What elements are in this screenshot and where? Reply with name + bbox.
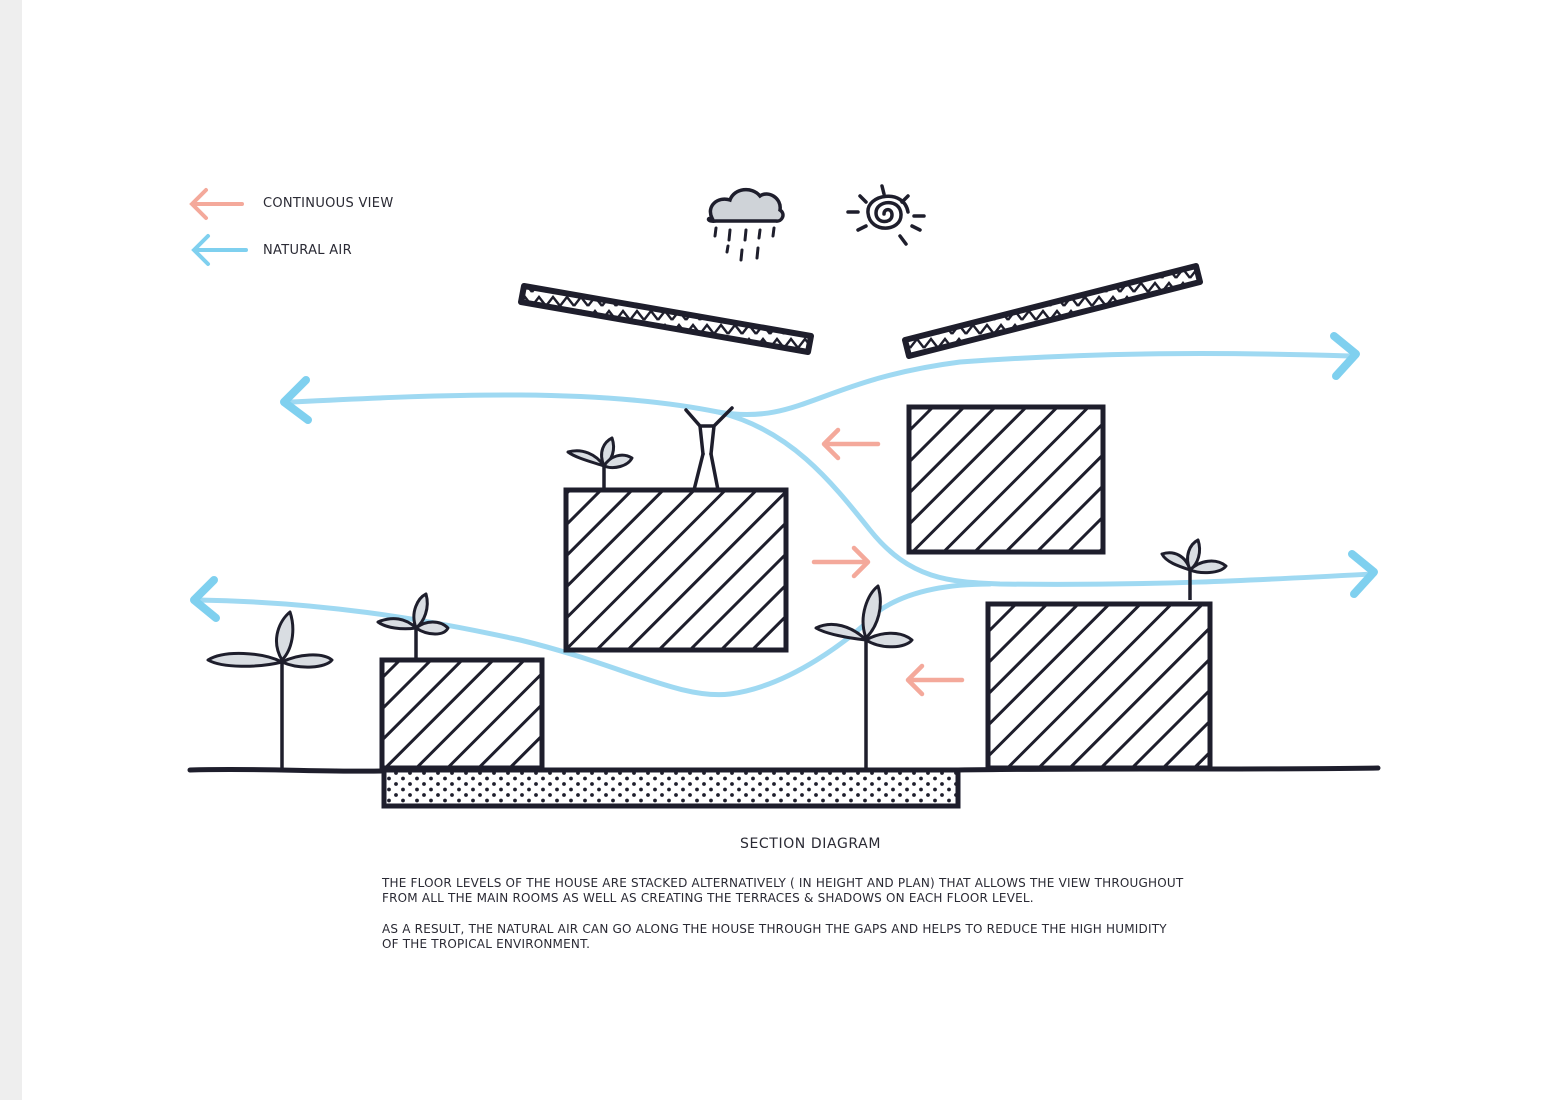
- air-arrow-left-lower-icon: [190, 576, 220, 622]
- lower-left-air-flow: [195, 581, 993, 698]
- plant-icon: [814, 584, 914, 770]
- diagonal-air-flow: [715, 409, 1375, 587]
- rain-cloud-icon: [706, 187, 785, 262]
- basement-volume: [381, 767, 961, 809]
- air-arrow-left-upper-icon: [280, 376, 312, 424]
- sun-icon: [846, 184, 926, 246]
- upper-right-block: [906, 404, 1106, 555]
- air-arrow-right-lower-icon: [1348, 550, 1378, 598]
- continuous-view-arrows: [811, 427, 965, 697]
- caption-paragraph-2-line-1: AS A RESULT, THE NATURAL AIR CAN GO ALON…: [382, 922, 1167, 936]
- natural-air-flows: [195, 351, 1375, 698]
- left-roof-slab: [518, 283, 814, 355]
- caption-paragraph-2-line-2: OF THE TROPICAL ENVIRONMENT.: [382, 937, 591, 951]
- legend-continuous-view-label: CONTINUOUS VIEW: [263, 196, 394, 211]
- caption-title: SECTION DIAGRAM: [740, 836, 882, 852]
- legend-air-arrow-icon: [191, 234, 248, 266]
- plant-icon: [566, 436, 634, 490]
- caption-paragraph-1-line-1: THE FLOOR LEVELS OF THE HOUSE ARE STACKE…: [382, 876, 1184, 890]
- plant-icon: [1160, 538, 1228, 600]
- view-arrow-lower-icon: [905, 663, 965, 697]
- plant-icon: [376, 592, 450, 660]
- upper-middle-block: [563, 487, 789, 653]
- upper-left-air-flow: [289, 392, 721, 415]
- lower-right-block: [985, 601, 1213, 771]
- air-arrowheads: [190, 332, 1378, 622]
- air-arrow-right-upper-icon: [1330, 332, 1360, 380]
- legend-view-arrow-icon: [189, 188, 244, 220]
- page-margin-strip: [0, 0, 22, 1100]
- caption-paragraph-2: AS A RESULT, THE NATURAL AIR CAN GO ALON…: [382, 922, 1242, 952]
- legend-natural-air-label: NATURAL AIR: [263, 243, 352, 258]
- lower-left-block: [379, 657, 545, 771]
- caption-paragraph-1-line-2: FROM ALL THE MAIN ROOMS AS WELL AS CREAT…: [382, 891, 1034, 905]
- person-icon: [684, 406, 734, 492]
- view-arrow-middle-icon: [811, 545, 871, 579]
- right-roof-slab: [902, 263, 1203, 359]
- upper-right-air-flow: [715, 351, 1353, 418]
- view-arrow-upper-icon: [821, 427, 881, 461]
- caption-paragraph-1: THE FLOOR LEVELS OF THE HOUSE ARE STACKE…: [382, 876, 1242, 906]
- plant-icon: [206, 610, 334, 768]
